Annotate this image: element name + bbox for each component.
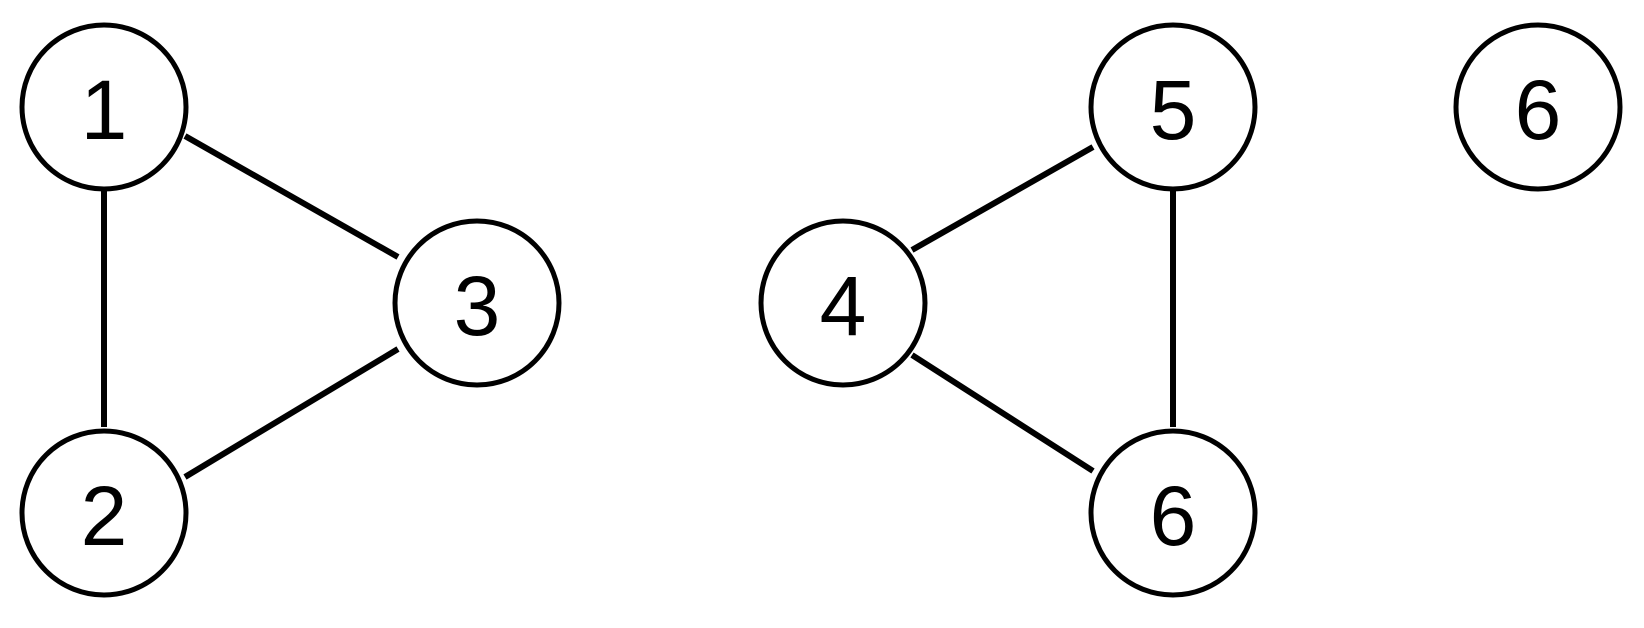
node-2: 2 — [19, 428, 189, 598]
edge-2-3 — [183, 346, 400, 480]
node-3-label: 3 — [454, 259, 501, 353]
node-4-label: 4 — [820, 259, 867, 353]
edge-4-6 — [910, 352, 1095, 474]
node-5: 5 — [1088, 22, 1258, 192]
node-1: 1 — [19, 22, 189, 192]
node-4: 4 — [758, 218, 928, 388]
node-6-isolated-label: 6 — [1515, 63, 1562, 157]
node-5-label: 5 — [1150, 63, 1197, 157]
edge-4-5 — [910, 144, 1095, 253]
node-2-label: 2 — [81, 469, 128, 563]
node-3: 3 — [392, 218, 562, 388]
edge-1-3 — [183, 133, 400, 260]
node-6-connected-label: 6 — [1150, 469, 1197, 563]
node-1-label: 1 — [81, 63, 128, 157]
node-6-isolated: 6 — [1453, 22, 1623, 192]
node-6-connected: 6 — [1088, 428, 1258, 598]
